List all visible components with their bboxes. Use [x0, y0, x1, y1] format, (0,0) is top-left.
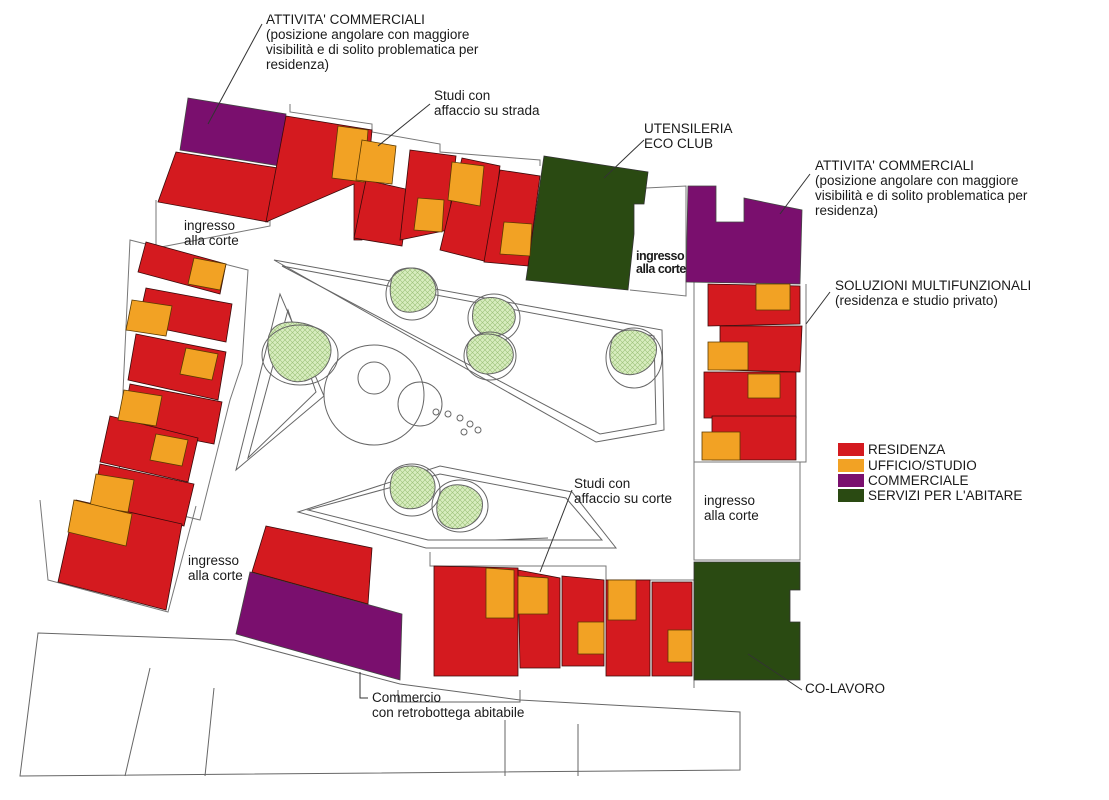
block-ufficio	[755, 283, 791, 311]
leader-lines	[207, 23, 831, 699]
block-ufficio	[707, 341, 749, 371]
label-studi-strada: Studi con affaccio su strada	[434, 88, 540, 118]
label-attivita-commerciali-right: ATTIVITA' COMMERCIALI (posizione angolar…	[815, 158, 1028, 218]
block-ufficio	[149, 433, 189, 467]
block-ufficio	[67, 499, 133, 547]
block-ufficio	[667, 629, 693, 663]
block-residenza	[353, 179, 411, 247]
legend-label: COMMERCIALE	[868, 473, 969, 488]
label-ingresso-bottom-left: ingresso alla corte	[188, 553, 243, 583]
block-commerciale	[235, 571, 403, 681]
block-ufficio	[89, 473, 135, 513]
label-ingresso-top-left: ingresso alla corte	[184, 218, 239, 248]
tree	[463, 331, 517, 381]
blocks-ufficio	[67, 125, 791, 663]
block-ufficio	[125, 299, 173, 337]
blocks-commerciale	[179, 97, 803, 681]
label-soluzioni-multifunzionali: SOLUZIONI MULTIFUNZIONALI (residenza e s…	[835, 278, 1032, 308]
label-co-lavoro: CO-LAVORO	[805, 681, 886, 696]
block-ufficio	[577, 621, 605, 655]
street-outline	[19, 632, 741, 777]
label-studi-corte: Studi con affaccio su corte	[574, 476, 673, 506]
block-ufficio	[485, 567, 515, 619]
block-ufficio	[607, 579, 637, 621]
block-servizi	[693, 561, 801, 681]
block-residenza	[157, 151, 279, 223]
block-ufficio	[187, 257, 227, 291]
tree	[261, 321, 339, 386]
block-ufficio	[747, 373, 781, 399]
block-servizi	[525, 155, 649, 291]
label-utensileria: UTENSILERIA ECO CLUB	[644, 121, 733, 151]
block-commerciale	[685, 185, 803, 285]
block-ufficio	[355, 139, 397, 185]
block-ufficio	[447, 161, 485, 207]
legend-label: SERVIZI PER L'ABITARE	[868, 488, 1023, 503]
tree	[605, 327, 663, 389]
block-ufficio	[117, 389, 163, 427]
legend-swatch	[838, 443, 864, 456]
block-ufficio	[517, 575, 549, 615]
label-attivita-commerciali-top: ATTIVITA' COMMERCIALI (posizione angolar…	[266, 12, 479, 72]
trees	[261, 267, 663, 533]
blocks-servizi	[525, 155, 801, 681]
legend-swatch	[838, 474, 864, 487]
block-residenza	[99, 415, 199, 483]
legend-label: RESIDENZA	[868, 442, 946, 457]
tree	[383, 463, 441, 517]
legend-label: UFFICIO/STUDIO	[868, 458, 977, 473]
block-ufficio	[701, 431, 741, 461]
block-residenza	[251, 525, 373, 605]
block-ufficio	[413, 197, 445, 233]
label-ingresso-center: ingresso alla corte	[636, 249, 686, 276]
tree	[385, 267, 439, 321]
label-commercio: Commercio con retrobottega abitabile	[372, 690, 525, 720]
legend-swatch	[838, 459, 864, 472]
legend-swatch	[838, 489, 864, 502]
label-ingresso-right: ingresso alla corte	[704, 493, 759, 523]
tree	[431, 479, 489, 533]
block-ufficio	[499, 221, 533, 257]
block-ufficio	[179, 347, 219, 381]
